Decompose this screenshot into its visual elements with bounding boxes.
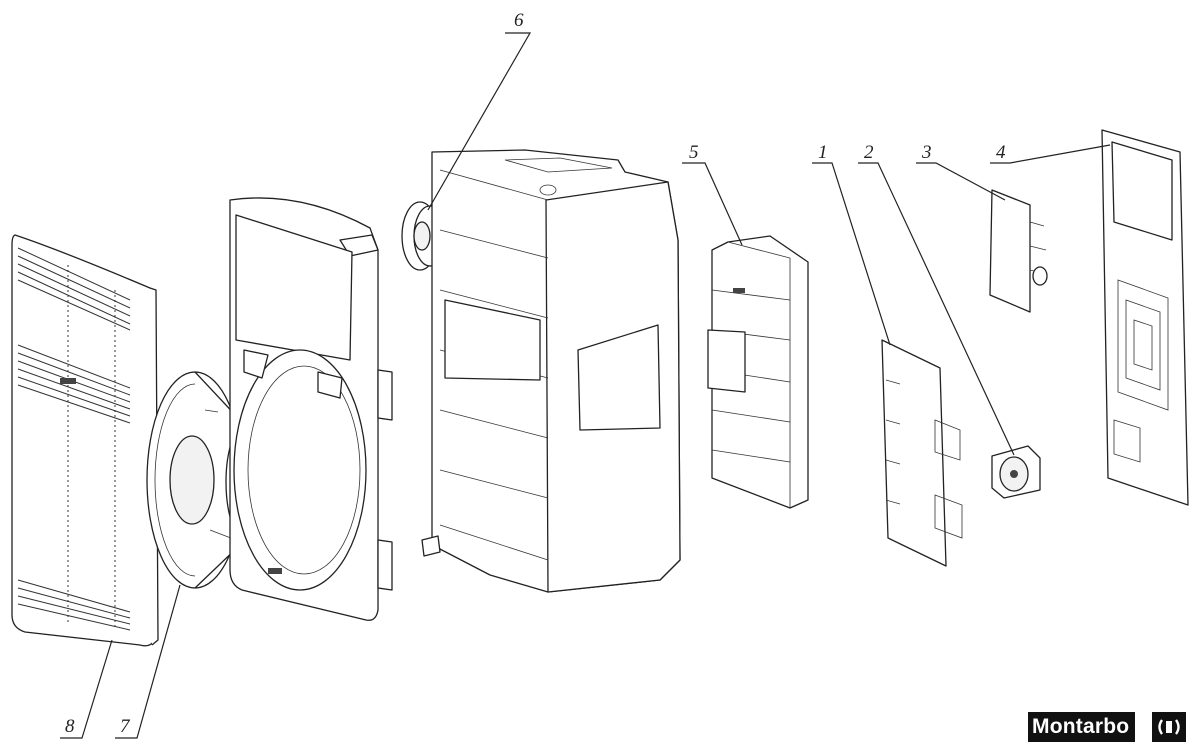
grille-perforations bbox=[17, 247, 131, 631]
leader-2 bbox=[858, 162, 1015, 456]
front-grille bbox=[11, 234, 159, 647]
amplifier-module-housing bbox=[707, 235, 809, 509]
leader-7 bbox=[115, 584, 181, 739]
callout-8: 8 bbox=[65, 716, 75, 737]
leader-8 bbox=[60, 639, 113, 739]
callout-2: 2 bbox=[864, 142, 874, 163]
callout-4: 4 bbox=[996, 142, 1006, 163]
brand-name: Montarbo bbox=[1028, 712, 1136, 742]
brand-logo: Montarbo bbox=[1028, 712, 1188, 742]
leader-4 bbox=[990, 144, 1111, 164]
leader-6 bbox=[427, 32, 532, 211]
callout-6: 6 bbox=[514, 10, 524, 31]
amplifier-board bbox=[881, 339, 963, 567]
input-panel-board bbox=[989, 189, 1048, 313]
grille-badge bbox=[60, 378, 76, 384]
cooling-fan bbox=[991, 445, 1041, 499]
leader-3 bbox=[916, 162, 1006, 201]
callout-3: 3 bbox=[921, 142, 932, 163]
leader-lines bbox=[60, 32, 1111, 739]
front-baffle bbox=[229, 197, 393, 621]
callout-5: 5 bbox=[689, 142, 699, 163]
callout-1: 1 bbox=[818, 142, 828, 163]
leader-5 bbox=[682, 162, 743, 246]
cabinet bbox=[421, 149, 681, 593]
speaker-waves-icon bbox=[1152, 712, 1186, 742]
callout-7: 7 bbox=[120, 716, 131, 737]
rear-heatsink-panel bbox=[1101, 129, 1189, 506]
leader-1 bbox=[812, 162, 891, 346]
